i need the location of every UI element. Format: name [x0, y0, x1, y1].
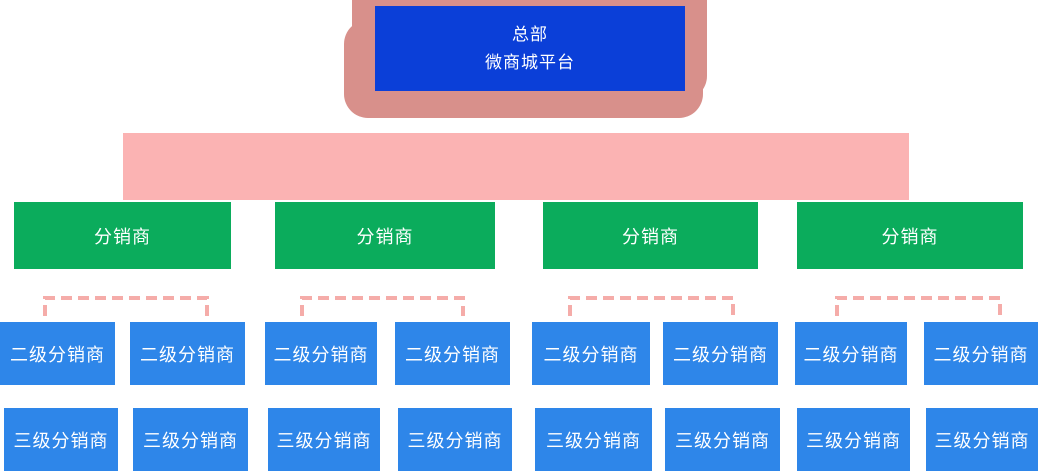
level3-node: 三级分销商: [268, 408, 380, 471]
level3-label: 三级分销商: [276, 430, 372, 451]
root-node-line1: 总部: [512, 24, 548, 44]
distributor-label: 分销商: [356, 226, 414, 247]
root-node: 总部 微商城平台: [375, 6, 685, 91]
level3-label: 三级分销商: [143, 430, 238, 451]
distributor-label: 分销商: [622, 226, 679, 247]
level3-node: 三级分销商: [665, 408, 780, 471]
distributor-label: 分销商: [881, 226, 939, 247]
level2-label: 二级分销商: [933, 344, 1029, 365]
connector-bracket: [568, 296, 735, 316]
level3-label: 三级分销商: [407, 430, 503, 451]
level3-label: 三级分销商: [675, 430, 770, 451]
level3-node: 三级分销商: [926, 408, 1038, 471]
level2-node: 二级分销商: [0, 322, 115, 385]
level3-node: 三级分销商: [398, 408, 512, 471]
level2-node: 二级分销商: [924, 322, 1038, 385]
level3-node: 三级分销商: [797, 408, 910, 471]
level3-node: 三级分销商: [133, 408, 248, 471]
level2-node: 二级分销商: [532, 322, 650, 385]
level2-label: 二级分销商: [405, 344, 500, 365]
level3-label: 三级分销商: [546, 430, 641, 451]
level2-node: 二级分销商: [395, 322, 510, 385]
connector-bracket: [835, 296, 1002, 316]
level2-node: 二级分销商: [663, 322, 778, 385]
level3-label: 三级分销商: [934, 430, 1030, 451]
connector-bracket: [300, 296, 465, 316]
level2-label: 二级分销商: [543, 344, 639, 365]
level2-node: 二级分销商: [795, 322, 907, 385]
distributor-node: 分销商: [275, 202, 495, 269]
distributor-node: 分销商: [14, 202, 231, 269]
level3-label: 三级分销商: [806, 430, 901, 451]
connector-bracket: [43, 296, 209, 316]
distributor-label: 分销商: [94, 226, 151, 247]
level2-node: 二级分销商: [265, 322, 377, 385]
distributor-node: 分销商: [543, 202, 758, 269]
level3-node: 三级分销商: [535, 408, 652, 471]
level2-label: 二级分销商: [803, 344, 899, 365]
link-bar: [123, 133, 909, 200]
level2-label: 二级分销商: [673, 344, 768, 365]
level2-label: 二级分销商: [273, 344, 369, 365]
level2-node: 二级分销商: [130, 322, 245, 385]
root-node-line2: 微商城平台: [485, 52, 575, 72]
level2-label: 二级分销商: [140, 344, 235, 365]
level2-label: 二级分销商: [10, 344, 105, 365]
level3-label: 三级分销商: [13, 430, 109, 451]
level3-node: 三级分销商: [4, 408, 118, 471]
distributor-node: 分销商: [797, 202, 1023, 269]
